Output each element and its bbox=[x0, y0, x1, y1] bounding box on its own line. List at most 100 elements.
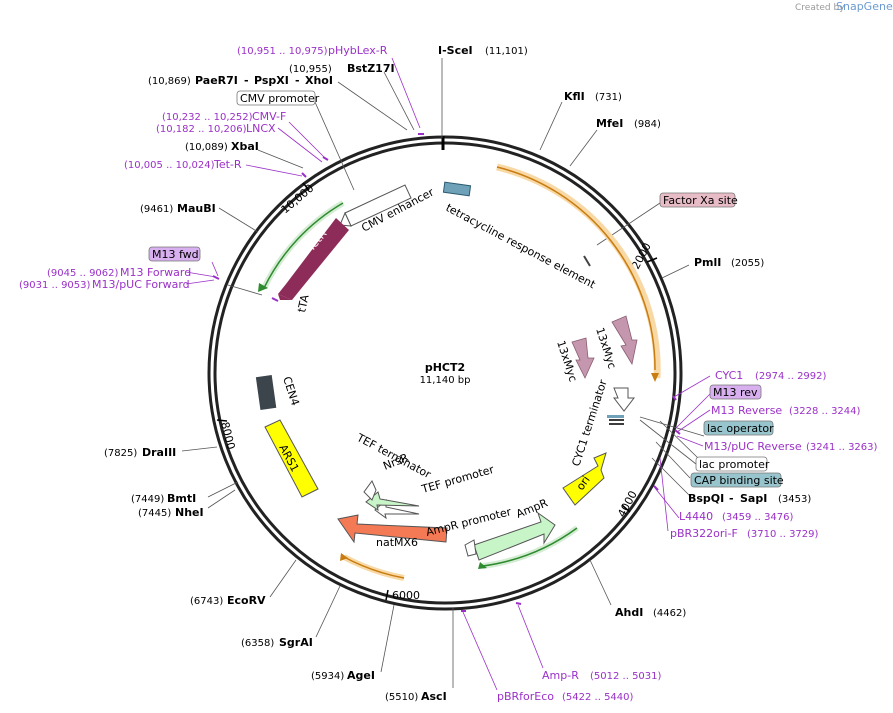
orf-arc-natmx6-line bbox=[343, 556, 405, 579]
enzyme-sgrai-name: SgrAI bbox=[279, 636, 313, 649]
cyc1-terminator-arrow bbox=[612, 387, 636, 412]
lac-mark bbox=[609, 419, 624, 421]
tick-4000: 4000 bbox=[615, 489, 640, 520]
enzyme-sapi-name: SapI bbox=[740, 492, 767, 505]
lac-mark bbox=[607, 415, 624, 418]
enzyme-dash: - bbox=[244, 74, 249, 87]
primer-cyc1-pos: (2974 .. 2992) bbox=[755, 371, 827, 382]
m13-rev-label: M13 rev bbox=[713, 386, 758, 399]
tick-mark bbox=[216, 419, 228, 422]
primer-m13reverse-pos: (3228 .. 3244) bbox=[789, 406, 861, 417]
primer-pbrforeco-pos: (5422 .. 5440) bbox=[562, 692, 634, 703]
orf-arrowhead bbox=[340, 553, 348, 561]
primer-m13forward-name: M13 Forward bbox=[120, 266, 191, 279]
tick-mark bbox=[646, 257, 658, 263]
enzyme-mfei-name: MfeI bbox=[596, 117, 623, 130]
primer-cmvf-name: CMV-F bbox=[252, 110, 286, 123]
enzyme-ahdi-pos: (4462) bbox=[653, 608, 686, 619]
orf-arrowhead bbox=[258, 283, 268, 292]
tetr-arrow bbox=[278, 218, 349, 300]
enzyme-pmli-pos: (2055) bbox=[731, 258, 764, 269]
primer-phyblex-name: pHybLex-R bbox=[328, 44, 388, 57]
enzyme-agei-name: AgeI bbox=[347, 669, 375, 682]
primer-lncx-name: LNCX bbox=[246, 122, 276, 135]
tick-mark bbox=[385, 589, 389, 601]
tta-label: tTA bbox=[295, 293, 311, 313]
enzyme-dash: - bbox=[295, 74, 300, 87]
m13-fwd-label: M13 fwd bbox=[152, 248, 199, 261]
lac-promoter-box bbox=[695, 456, 768, 472]
primer-m13pucforward-pos: (9031 .. 9053) bbox=[19, 280, 91, 291]
enzyme-maubi-pos: (9461) bbox=[140, 204, 173, 215]
enzyme-paer7i-pos: (10,869) bbox=[148, 76, 191, 87]
orf-arrowhead bbox=[478, 562, 487, 569]
orf-arrowhead bbox=[651, 373, 659, 382]
primer-l4440-name: L4440 bbox=[679, 510, 713, 523]
primer-tetr-name: Tet-R bbox=[213, 158, 242, 171]
primer-m13pucforward-name: M13/pUC Forward bbox=[92, 278, 190, 291]
primer-pbr322ori-pos: (3710 .. 3729) bbox=[747, 529, 819, 540]
enzyme-pmli-name: PmlI bbox=[694, 256, 721, 269]
enzyme-dash: - bbox=[729, 492, 734, 505]
tick-mark bbox=[621, 504, 631, 513]
ars1-block bbox=[264, 419, 319, 498]
cen4-label: CEN4 bbox=[280, 375, 302, 407]
enzyme-iscei-name: I-SceI bbox=[438, 44, 473, 57]
cap-site-label: CAP binding site bbox=[694, 474, 784, 487]
tick-mark bbox=[302, 182, 310, 191]
myc-arrow-1 bbox=[611, 315, 638, 366]
tre-block bbox=[442, 181, 472, 197]
enzyme-bmti-name: BmtI bbox=[167, 492, 196, 505]
lac-mark bbox=[609, 423, 624, 425]
enzyme-agei-pos: (5934) bbox=[311, 671, 344, 682]
orf-arc-natmx6 bbox=[342, 554, 405, 581]
primer-l4440-pos: (3459 .. 3476) bbox=[722, 512, 794, 523]
factor-xa-mark bbox=[583, 255, 591, 267]
primer-ampr-name: Amp-R bbox=[542, 669, 579, 682]
factor-xa-box bbox=[659, 192, 736, 208]
enzyme-draiii-pos: (7825) bbox=[104, 448, 137, 459]
ampr-arrow bbox=[473, 511, 556, 561]
primer-leaders bbox=[185, 57, 711, 691]
primer-pbrforeco-name: pBRforEco bbox=[497, 690, 554, 703]
natmx6-label: natMX6 bbox=[376, 536, 418, 549]
enzyme-ecorv-name: EcoRV bbox=[227, 594, 266, 607]
enzyme-draiii-name: DraIII bbox=[142, 446, 176, 459]
tetr-arrowhead bbox=[278, 294, 292, 300]
ori-arrow bbox=[562, 452, 607, 506]
credit-text: Created by bbox=[795, 3, 845, 13]
cen4-block bbox=[255, 375, 277, 410]
backbone-inner bbox=[213, 141, 677, 605]
primer-tetr-pos: (10,005 .. 10,024) bbox=[124, 160, 215, 171]
lac-operator-label: lac operator bbox=[707, 422, 774, 435]
enzyme-xbai-pos: (10,089) bbox=[185, 142, 228, 153]
m13-fwd-box bbox=[148, 246, 201, 262]
myc-arrow-2 bbox=[571, 337, 595, 379]
enzyme-ahdi-name: AhdI bbox=[615, 606, 643, 619]
snapgene-logo: SnapGene bbox=[836, 0, 893, 13]
tre-label: tetracycline response element bbox=[444, 201, 599, 291]
enzyme-nhei-name: NheI bbox=[175, 506, 204, 519]
enzyme-sgrai-pos: (6358) bbox=[241, 638, 274, 649]
nrsr-arrow bbox=[365, 491, 420, 512]
lac-operator-box bbox=[703, 420, 774, 436]
cmv-promoter-box bbox=[236, 90, 316, 106]
primer-cyc1-name: CYC1 bbox=[715, 369, 743, 382]
m13-rev-box bbox=[709, 384, 762, 400]
cap-site-box bbox=[690, 472, 782, 488]
enzyme-asci-name: AscI bbox=[421, 690, 447, 703]
enzyme-maubi-name: MauBI bbox=[177, 202, 216, 215]
primer-pbr322ori-name: pBR322ori-F bbox=[670, 527, 738, 540]
enzyme-bmti-pos: (7449) bbox=[131, 494, 164, 505]
backbone-outer bbox=[207, 135, 683, 611]
tick-6000: 6000 bbox=[392, 589, 420, 602]
primer-lncx-pos: (10,182 .. 10,206) bbox=[156, 124, 247, 135]
cmv-enhancer-arrowhead bbox=[339, 211, 352, 227]
cmv-promoter-label: CMV promoter bbox=[240, 92, 320, 105]
myc-label-1: 13xMyc bbox=[593, 326, 619, 370]
ampr-promoter-arrow bbox=[464, 539, 477, 557]
enzyme-mfei-pos: (984) bbox=[634, 119, 661, 130]
enzyme-bspqi-name: BspQI bbox=[688, 492, 724, 505]
primer-m13pucreverse-name: M13/pUC Reverse bbox=[704, 440, 802, 453]
orf-arc-tre-line bbox=[496, 166, 656, 371]
